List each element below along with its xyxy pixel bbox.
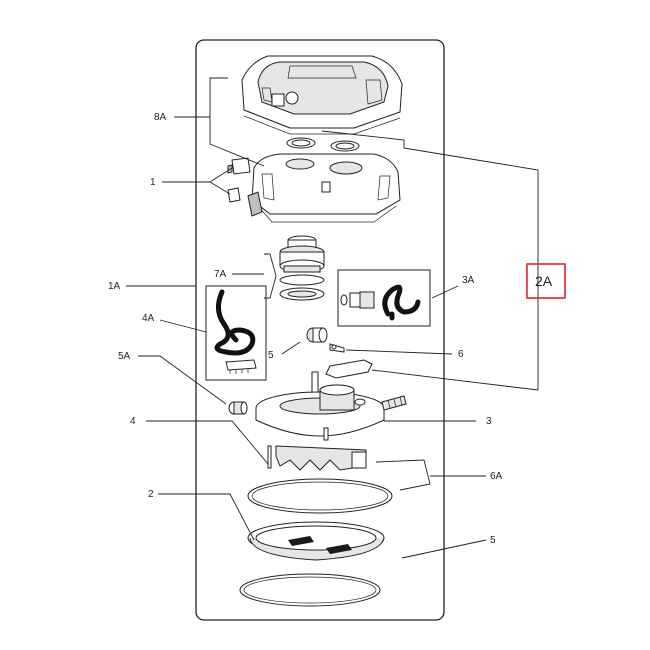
label-1: 1 <box>150 177 156 188</box>
part-motor-housing <box>247 153 401 223</box>
part-gasket-upper <box>247 478 393 514</box>
leader-5a <box>281 341 301 355</box>
leader-5A <box>138 355 227 405</box>
part-cable-gland <box>381 395 407 411</box>
label-4: 4 <box>130 416 136 427</box>
leader-6 <box>345 349 453 355</box>
label-5-tray: 5 <box>490 535 496 546</box>
label-2: 2 <box>148 489 154 500</box>
part-bushing <box>306 327 328 343</box>
label-8A: 8A <box>154 112 167 123</box>
seal-ring-right-inner <box>335 142 355 150</box>
leader-4A <box>159 319 207 333</box>
label-7A: 7A <box>214 269 227 280</box>
part-hose-fitting <box>340 284 421 321</box>
seal-ring-left-inner <box>291 139 311 147</box>
part-float-bracket <box>267 445 367 471</box>
leader-8A <box>174 77 228 118</box>
part-knob-5A <box>228 401 248 415</box>
leader-1b <box>209 181 231 195</box>
parts-frame <box>195 39 445 621</box>
leader-8A-housing <box>209 117 265 167</box>
label-6A: 6A <box>490 471 503 482</box>
label-2A: 2A <box>535 273 553 289</box>
part-clip <box>329 343 345 353</box>
label-3: 3 <box>486 416 492 427</box>
label-3A: 3A <box>462 275 475 286</box>
part-bottom-tray <box>247 521 385 561</box>
part-gasket-6 <box>325 359 373 379</box>
part-switch <box>227 157 251 203</box>
part-impeller-stack <box>279 235 325 301</box>
label-1A: 1A <box>108 281 121 292</box>
part-motor-base <box>255 371 385 441</box>
label-4A: 4A <box>142 313 155 324</box>
label-5-bushing: 5 <box>268 350 274 361</box>
leader-6A <box>375 459 431 491</box>
label-2A-highlight-box <box>526 263 566 299</box>
leader-5b <box>401 539 487 559</box>
part-gasket-lower <box>239 573 381 607</box>
part-top-cover <box>241 55 403 135</box>
leader-3A <box>431 285 459 299</box>
leader-4 <box>146 420 269 465</box>
leader-2 <box>158 493 255 541</box>
leader-1a <box>209 167 233 183</box>
label-5A: 5A <box>118 351 131 362</box>
group-2A-bracket <box>321 130 539 391</box>
part-hose-coil <box>214 289 257 374</box>
leader-7A-bracket <box>264 253 277 299</box>
label-6: 6 <box>458 349 464 360</box>
